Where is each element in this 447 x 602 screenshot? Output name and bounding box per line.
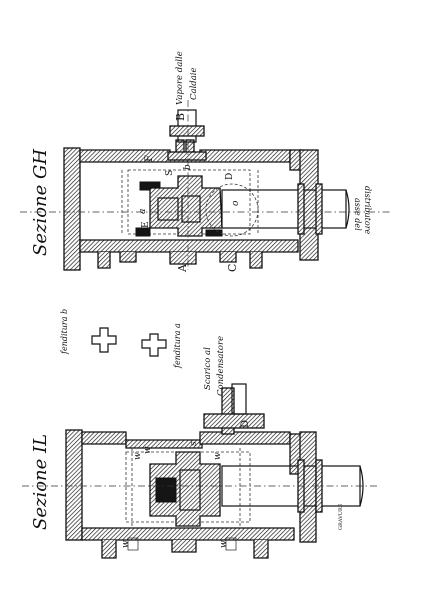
letter-w-3: w — [121, 540, 131, 548]
port-shape-a — [141, 333, 167, 357]
letter-w-2: w — [213, 452, 223, 460]
letter-a-big: A — [176, 263, 189, 273]
letter-s-lower: s — [189, 441, 199, 446]
scarico-label-1: Scarico al — [203, 347, 213, 390]
scarico-label-2: Condensatore — [216, 336, 226, 396]
asse-label-2: distributore — [363, 186, 372, 235]
section-il-drawing — [22, 383, 380, 559]
letter-s: S — [165, 170, 175, 176]
letter-d-lower: D — [240, 420, 251, 428]
letter-b-upper: B — [174, 113, 187, 121]
port-shape-b — [91, 327, 117, 353]
letter-a-small: a — [138, 209, 148, 214]
letter-c-big: C — [226, 264, 239, 272]
letter-f: F — [144, 155, 155, 162]
vapore-label-2: Caldaie — [189, 67, 199, 100]
vapore-label-1: Vapore dalle — [175, 51, 185, 105]
section-gh-drawing — [20, 100, 392, 271]
fenditura-a-label: fenditura a — [173, 323, 182, 369]
letter-o: o — [231, 200, 241, 206]
engraver-signature: GRAVURE — [338, 503, 344, 530]
fenditura-b-label: fenditura b — [60, 309, 69, 355]
section-gh-title: Sezione GH — [30, 149, 51, 256]
letter-w-1: w — [133, 452, 143, 460]
letter-w-5: w — [143, 446, 153, 454]
section-il-title: Sezione IL — [30, 434, 51, 530]
asse-label-1: asse del — [353, 198, 362, 231]
letter-d-upper: D — [225, 173, 235, 180]
letter-e: E — [141, 221, 151, 228]
letter-b-small: b — [183, 164, 193, 170]
letter-w-4: w — [219, 540, 229, 548]
